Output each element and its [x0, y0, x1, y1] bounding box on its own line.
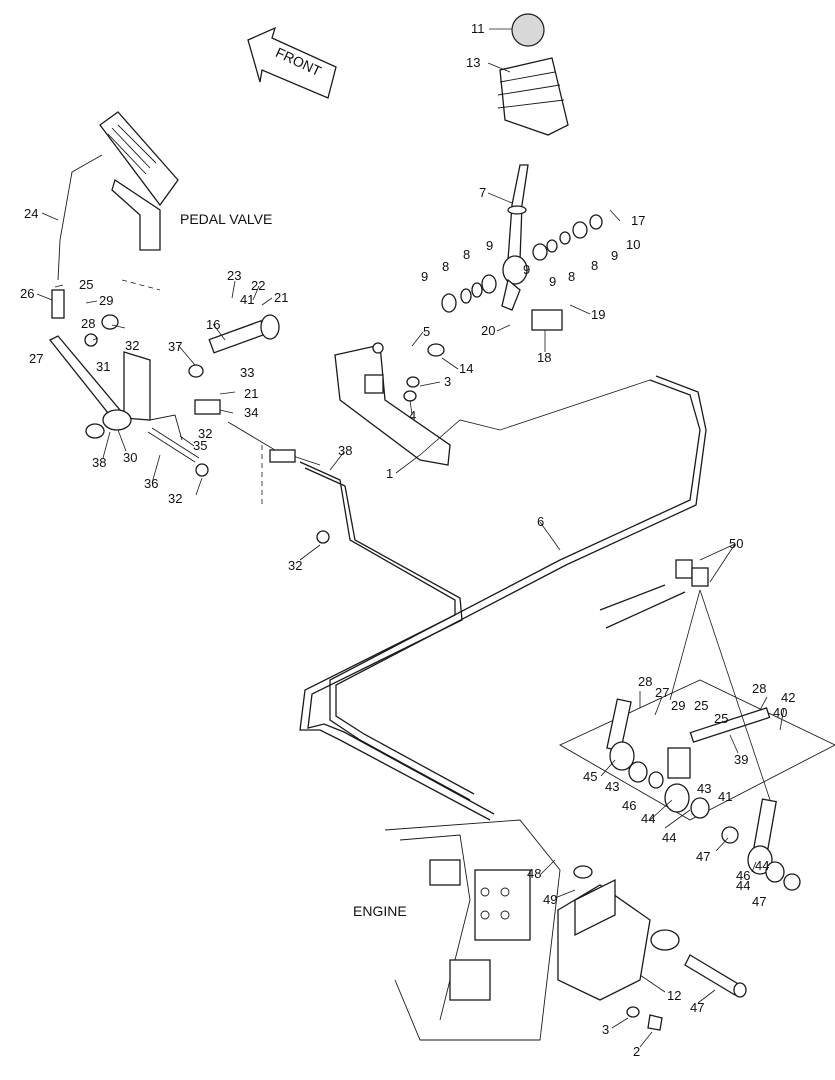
callout: 7 — [479, 185, 486, 200]
callout: 25 — [714, 711, 728, 726]
callout: 3 — [602, 1022, 609, 1037]
boot-13 — [499, 57, 569, 136]
callout: 2 — [633, 1044, 640, 1059]
shift-lever — [497, 13, 569, 331]
callout: 47 — [752, 894, 766, 909]
callout: 32 — [125, 338, 139, 353]
cable-39 — [299, 461, 491, 821]
callout: 4 — [409, 408, 416, 423]
callout: 25 — [694, 698, 708, 713]
pedal-valve-label: PEDAL VALVE — [180, 211, 272, 227]
callout: 28 — [638, 674, 652, 689]
callout: 20 — [481, 323, 495, 338]
callout: 39 — [734, 752, 748, 767]
callout: 43 — [605, 779, 619, 794]
callout: 14 — [459, 361, 473, 376]
callout: 3 — [444, 374, 451, 389]
callout: 13 — [466, 55, 480, 70]
callout: 48 — [527, 866, 541, 881]
callout: 16 — [206, 317, 220, 332]
callout: 50 — [729, 536, 743, 551]
knob-11 — [511, 13, 545, 47]
callout: 11 — [471, 21, 485, 36]
linkage-group — [559, 559, 835, 891]
callout: 42 — [781, 690, 795, 705]
callout: 32 — [168, 491, 182, 506]
callout: 6 — [537, 514, 544, 529]
callout: 38 — [92, 455, 106, 470]
callout: 9 — [523, 262, 530, 277]
callout: 9 — [611, 248, 618, 263]
callout: 27 — [655, 685, 669, 700]
leader-lines — [36, 28, 785, 1048]
callout: 46 — [622, 798, 636, 813]
callout: 32 — [198, 426, 212, 441]
callout: 26 — [20, 286, 34, 301]
callout: 40 — [773, 705, 787, 720]
callout: 32 — [288, 558, 302, 573]
callout: 8 — [442, 259, 449, 274]
callout: 24 — [24, 206, 38, 221]
callout: 10 — [626, 237, 640, 252]
callout: 44 — [755, 858, 769, 873]
callout: 33 — [240, 365, 254, 380]
callout: 47 — [690, 1000, 704, 1015]
callout: 28 — [81, 316, 95, 331]
washers — [441, 214, 603, 313]
callout: 21 — [244, 386, 258, 401]
callout: 27 — [29, 351, 43, 366]
callout: 38 — [338, 443, 352, 458]
callout: 29 — [99, 293, 113, 308]
callout: 36 — [144, 476, 158, 491]
pedal-valve: PEDAL VALVE — [57, 111, 272, 281]
callout: 9 — [549, 274, 556, 289]
callout: 29 — [671, 698, 685, 713]
callout: 49 — [543, 892, 557, 907]
callout: 25 — [79, 277, 93, 292]
callout: 9 — [421, 269, 428, 284]
callout: 46 — [736, 868, 750, 883]
callout: 8 — [463, 247, 470, 262]
callout: 22 — [251, 278, 265, 293]
callout: 45 — [583, 769, 597, 784]
callout: 23 — [227, 268, 241, 283]
callout: 41 — [240, 292, 254, 307]
callout: 8 — [591, 258, 598, 273]
callout: 1 — [386, 466, 393, 481]
lever-group — [48, 279, 330, 544]
callout-numbers: 1 2 3 3 4 5 6 7 8 8 8 8 9 9 9 9 9 10 11 … — [20, 21, 795, 1059]
callout: 30 — [123, 450, 137, 465]
callout: 28 — [752, 681, 766, 696]
bracket-12 — [557, 865, 747, 1031]
callout: 17 — [631, 213, 645, 228]
cable-6 — [329, 379, 701, 801]
callout: 41 — [718, 789, 732, 804]
callout: 5 — [423, 324, 430, 339]
callout: 43 — [697, 781, 711, 796]
callout: 44 — [641, 811, 655, 826]
callout: 47 — [696, 849, 710, 864]
bracket-1 — [334, 342, 451, 466]
callout: 18 — [537, 350, 551, 365]
callout: 35 — [193, 438, 207, 453]
callout: 44 — [736, 878, 750, 893]
engine-housing: ENGINE — [353, 819, 561, 1041]
front-arrow: FRONT — [247, 26, 337, 99]
callout: 8 — [568, 269, 575, 284]
callout: 31 — [96, 359, 110, 374]
callout: 12 — [667, 988, 681, 1003]
callout: 19 — [591, 307, 605, 322]
callout: 44 — [662, 830, 676, 845]
engine-label: ENGINE — [353, 903, 407, 919]
callout: 9 — [486, 238, 493, 253]
callout: 37 — [168, 339, 182, 354]
callout: 34 — [244, 405, 258, 420]
callout: 21 — [274, 290, 288, 305]
